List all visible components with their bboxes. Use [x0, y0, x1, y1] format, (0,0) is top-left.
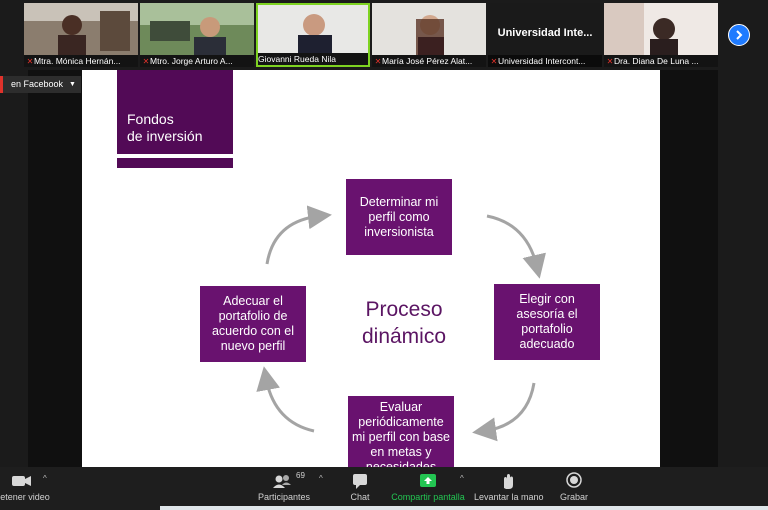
meeting-toolbar: etener video ^ Participantes 69 ^ Chat C… — [0, 467, 768, 510]
muted-mic-icon: ✕ — [142, 57, 150, 66]
slide-title-line1: Fondos — [127, 111, 174, 127]
cycle-center-label: Proceso dinámico — [344, 296, 464, 350]
chat-button[interactable]: Chat — [340, 467, 380, 510]
live-stream-badge[interactable]: en Facebook ▼ — [0, 76, 81, 93]
slide-title-box: Fondos de inversión — [117, 70, 233, 154]
share-screen-button[interactable]: Compartir pantalla — [390, 467, 466, 510]
participant-name: María José Pérez Alat... — [382, 56, 473, 66]
participant-strip: ✕Mtra. Mónica Hernán... ✕Mtro. Jorge Art… — [0, 0, 768, 72]
record-label: Grabar — [559, 492, 588, 502]
center-line1: Proceso — [365, 298, 443, 321]
participants-button[interactable]: Participantes — [254, 467, 314, 510]
muted-mic-icon: ✕ — [374, 57, 382, 66]
participant-tile[interactable]: Universidad Inte... ✕Universidad Interco… — [488, 3, 602, 67]
participant-tile-title: Universidad Inte... — [497, 27, 593, 39]
step-box-left: Adecuar el portafolio de acuerdo con el … — [200, 286, 306, 362]
caret-down-icon: ▼ — [69, 81, 76, 88]
participant-tile-active-speaker[interactable]: Giovanni Rueda Nila — [256, 3, 370, 67]
arrow-bottom-right — [472, 382, 536, 442]
arrow-top-left — [265, 205, 332, 265]
participants-label: Participantes — [257, 492, 311, 502]
center-line2: dinámico — [361, 325, 447, 348]
record-icon — [566, 472, 582, 488]
participant-tile[interactable]: ✕Mtro. Jorge Arturo A... — [140, 3, 254, 67]
share-options-caret[interactable]: ^ — [460, 474, 464, 483]
participant-video — [604, 3, 718, 55]
step-box-bottom: Evaluar periódicamente mi perfil con bas… — [348, 396, 454, 467]
stop-video-label: etener video — [0, 492, 50, 502]
participant-video — [140, 3, 254, 55]
participant-name: Dra. Diana De Luna ... — [614, 56, 699, 66]
chat-bubble-icon — [353, 474, 367, 489]
step-text: Elegir con asesoría el portafolio adecua… — [516, 292, 578, 351]
arrow-bottom-left — [256, 366, 315, 433]
participant-video — [372, 3, 486, 55]
participants-count: 69 — [296, 471, 305, 480]
presentation-slide: Fondos de inversión Determinar mi perfil… — [82, 70, 660, 467]
participant-video — [258, 5, 368, 53]
participant-name: Mtra. Mónica Hernán... — [34, 56, 121, 66]
share-screen-label: Compartir pantalla — [391, 492, 465, 502]
participants-icon — [273, 475, 291, 488]
muted-mic-icon: ✕ — [26, 57, 34, 66]
chevron-right-icon — [736, 30, 743, 40]
participant-tile[interactable]: ✕María José Pérez Alat... — [372, 3, 486, 67]
participant-tile[interactable]: ✕Dra. Diana De Luna ... — [604, 3, 718, 67]
share-screen-icon — [420, 474, 436, 487]
participant-video — [24, 3, 138, 55]
raise-hand-button[interactable]: Levantar la mano — [474, 467, 544, 510]
slide-title-underline — [117, 158, 233, 168]
raise-hand-label: Levantar la mano — [474, 492, 544, 502]
step-box-right: Elegir con asesoría el portafolio adecua… — [494, 284, 600, 360]
next-page-button[interactable] — [728, 24, 750, 46]
step-text: Determinar mi perfil como inversionista — [359, 194, 439, 239]
chat-label: Chat — [350, 492, 370, 502]
window-bottom-edge — [160, 506, 768, 510]
stop-video-button[interactable]: etener video — [0, 467, 50, 510]
participant-name: Giovanni Rueda Nila — [258, 54, 336, 64]
video-camera-icon — [12, 476, 31, 486]
raise-hand-icon — [504, 474, 513, 489]
participants-options-caret[interactable]: ^ — [319, 474, 323, 483]
slide-title-line2: de inversión — [127, 128, 203, 144]
cycle-arrows — [256, 205, 546, 442]
arrow-top-right — [486, 214, 546, 279]
participant-name: Universidad Intercont... — [498, 56, 586, 66]
step-box-top: Determinar mi perfil como inversionista — [346, 179, 452, 255]
step-text: Adecuar el portafolio de acuerdo con el … — [211, 294, 294, 353]
video-options-caret[interactable]: ^ — [43, 474, 47, 483]
muted-mic-icon: ✕ — [606, 57, 614, 66]
participant-name: Mtro. Jorge Arturo A... — [150, 56, 233, 66]
record-button[interactable]: Grabar — [554, 467, 594, 510]
participant-tile[interactable]: ✕Mtra. Mónica Hernán... — [24, 3, 138, 67]
live-stream-label: en Facebook — [11, 79, 64, 89]
step-text: Evaluar periódicamente mi perfil con bas… — [352, 400, 450, 467]
muted-mic-icon: ✕ — [490, 57, 498, 66]
